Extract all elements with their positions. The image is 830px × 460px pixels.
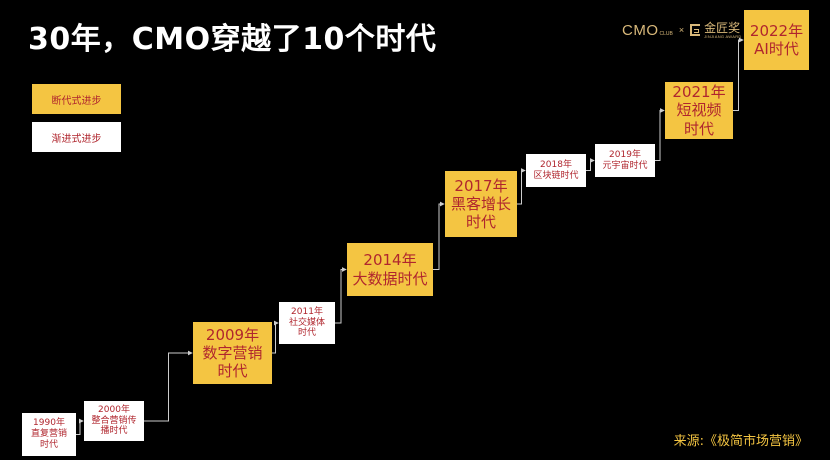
era-node-5: 2014年大数据时代 <box>347 243 433 296</box>
era-node-6: 2017年黑客增长时代 <box>445 171 517 237</box>
era-node-5-line-2: 大数据时代 <box>352 269 428 288</box>
era-node-3-line-3: 时代 <box>217 362 248 381</box>
connector-5 <box>433 201 445 270</box>
era-node-2-line-2: 整合营销传 <box>91 415 137 426</box>
era-node-9: 2021年短视频时代 <box>665 82 733 139</box>
connector-1 <box>76 418 84 435</box>
era-node-2-line-3: 播时代 <box>100 426 128 437</box>
era-node-5-line-1: 2014年 <box>363 251 417 270</box>
award-mark-icon <box>690 24 701 36</box>
era-node-8-line-1: 2019年 <box>609 149 641 160</box>
award-name-en: JINJIANG AWARD <box>704 33 742 39</box>
era-node-10-line-1: 2022年 <box>749 21 804 40</box>
connector-8 <box>655 108 665 161</box>
era-node-1-line-1: 1990年 <box>33 418 65 429</box>
era-node-6-line-2: 黑客增长 <box>450 194 511 213</box>
award-name: 金匠奖 JINJIANG AWARD <box>704 22 741 39</box>
era-node-8-line-2: 元宇宙时代 <box>602 160 648 171</box>
source-citation: 来源:《极简市场营销》 <box>673 434 808 449</box>
legend-major-step: 断代式进步 <box>32 84 121 114</box>
page-title: 30年，CMO穿越了10个时代 <box>28 22 437 57</box>
era-node-9-line-3: 时代 <box>683 119 714 138</box>
connector-3 <box>272 320 279 354</box>
era-node-8: 2019年元宇宙时代 <box>595 144 655 177</box>
era-node-4: 2011年社交媒体时代 <box>279 302 335 344</box>
award-name-cn: 金匠奖 <box>704 20 741 35</box>
era-node-3-line-1: 2009年 <box>205 325 260 344</box>
connector-9 <box>733 37 744 111</box>
connector-4 <box>335 267 347 324</box>
logo-cmo-text: CMO <box>622 21 659 39</box>
era-node-3-line-2: 数字营销 <box>202 343 263 362</box>
era-node-1-line-3: 时代 <box>39 439 58 450</box>
brand-logo: CMO CLUB × 金匠奖 JINJIANG AWARD <box>622 20 742 40</box>
connector-6 <box>517 168 526 205</box>
era-node-4-line-2: 社交媒体 <box>288 317 325 328</box>
era-node-1-line-2: 直复营销 <box>30 429 67 440</box>
era-node-4-line-3: 时代 <box>297 328 316 339</box>
era-node-4-line-1: 2011年 <box>291 306 323 317</box>
logo-separator: × <box>678 25 685 35</box>
era-node-10-line-2: AI时代 <box>754 40 799 58</box>
era-node-7-line-2: 区块链时代 <box>533 170 579 181</box>
connector-2 <box>144 350 193 422</box>
era-node-6-line-1: 2017年 <box>454 176 508 195</box>
era-node-7: 2018年区块链时代 <box>526 154 586 187</box>
connector-7 <box>586 158 595 171</box>
era-node-2: 2000年整合营销传播时代 <box>84 401 144 441</box>
logo-club-text: CLUB <box>659 31 673 37</box>
era-node-9-line-2: 短视频 <box>676 101 722 120</box>
era-node-3: 2009年数字营销时代 <box>193 322 272 384</box>
era-node-9-line-1: 2021年 <box>672 83 726 102</box>
era-node-7-line-1: 2018年 <box>540 159 572 170</box>
era-node-1: 1990年直复营销时代 <box>22 413 76 456</box>
era-node-6-line-3: 时代 <box>465 213 496 232</box>
era-node-2-line-1: 2000年 <box>98 404 130 415</box>
legend-minor-step: 渐进式进步 <box>32 122 121 152</box>
